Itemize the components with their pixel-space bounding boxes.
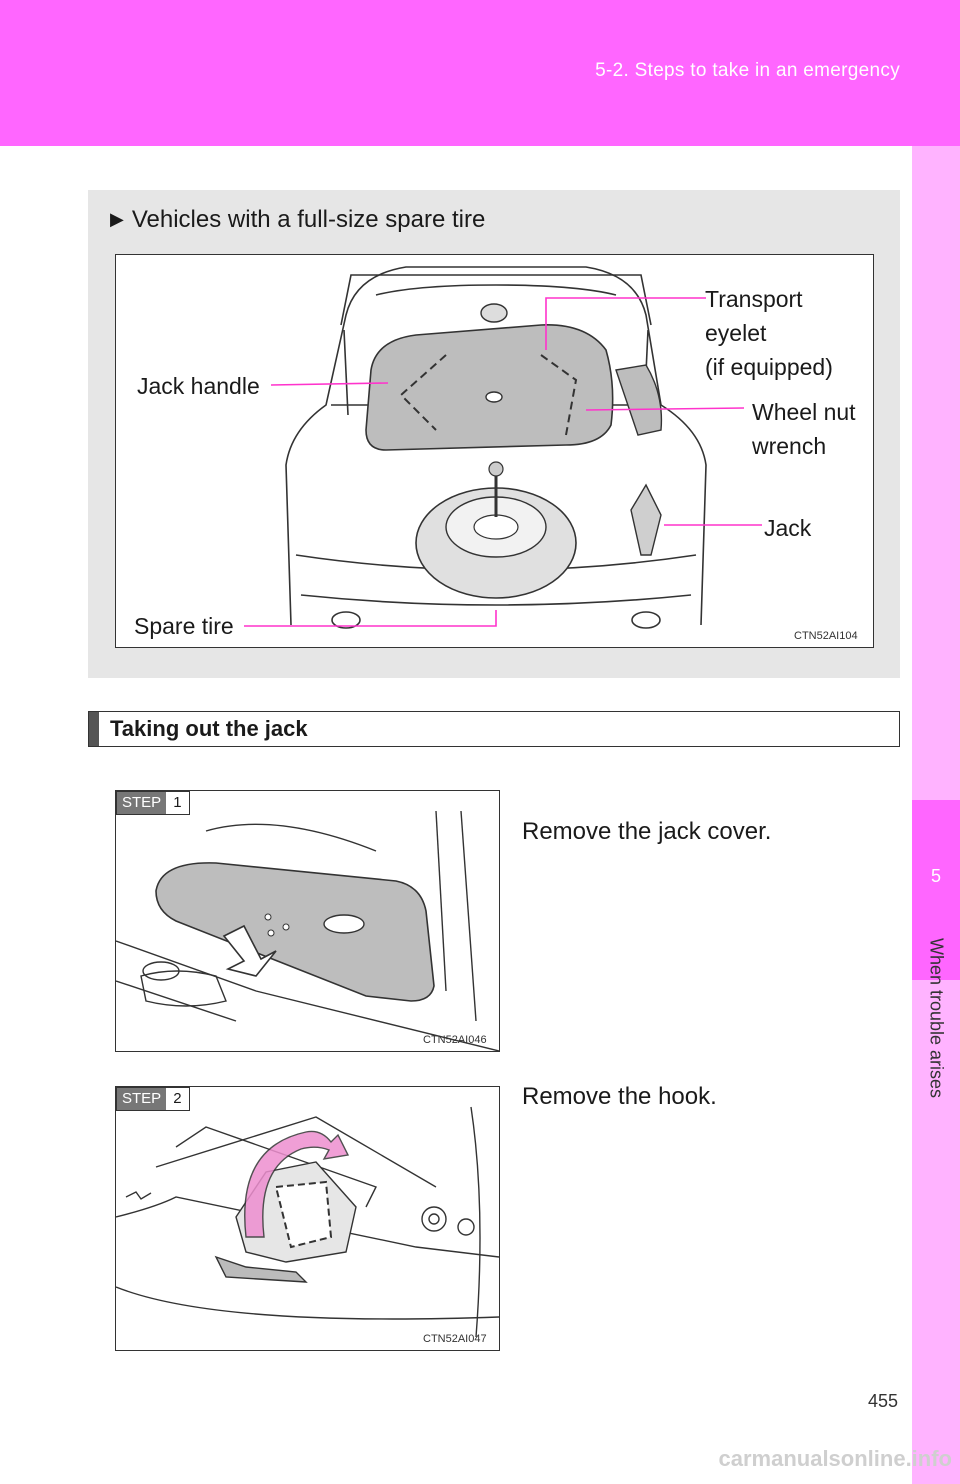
- callout-jack: Jack: [764, 511, 811, 545]
- callout-spare-tire: Spare tire: [134, 609, 234, 643]
- step-1-drawing: [116, 791, 499, 1051]
- pointer-triangle-icon: ▶: [110, 209, 124, 229]
- callout-transport-eyelet-line2: eyelet: [705, 316, 766, 350]
- step-1-figure-code: CTN52AI046: [423, 1034, 487, 1046]
- section-header-bar: [89, 712, 99, 746]
- step-2-drawing: [116, 1087, 499, 1350]
- callout-jack-handle: Jack handle: [137, 369, 260, 403]
- watermark: carmanualsonline.info: [719, 1446, 953, 1472]
- step-2-text: Remove the hook.: [522, 1083, 717, 1111]
- figure-code: CTN52AI104: [794, 630, 858, 642]
- step-1-figure: STEP 1: [115, 790, 500, 1052]
- section-running-title: 5-2. Steps to take in an emergency: [595, 60, 900, 82]
- chapter-number: 5: [912, 866, 960, 887]
- panel-title-text: Vehicles with a full-size spare tire: [132, 206, 485, 233]
- callout-wheel-nut-wrench-line1: Wheel nut: [752, 395, 856, 429]
- callout-transport-eyelet-line1: Transport: [705, 282, 803, 316]
- chapter-label: When trouble arises: [926, 938, 947, 1098]
- page-number: 455: [868, 1391, 898, 1412]
- panel-title: ▶ Vehicles with a full-size spare tire: [110, 206, 485, 234]
- step-2-figure-code: CTN52AI047: [423, 1333, 487, 1345]
- section-title: Taking out the jack: [110, 716, 308, 742]
- callout-transport-eyelet-line3: (if equipped): [705, 350, 833, 384]
- leader-spare-tire: [244, 610, 496, 626]
- step-1-text: Remove the jack cover.: [522, 818, 771, 846]
- callout-wheel-nut-wrench-line2: wrench: [752, 429, 826, 463]
- step-2-figure: STEP 2: [115, 1086, 500, 1351]
